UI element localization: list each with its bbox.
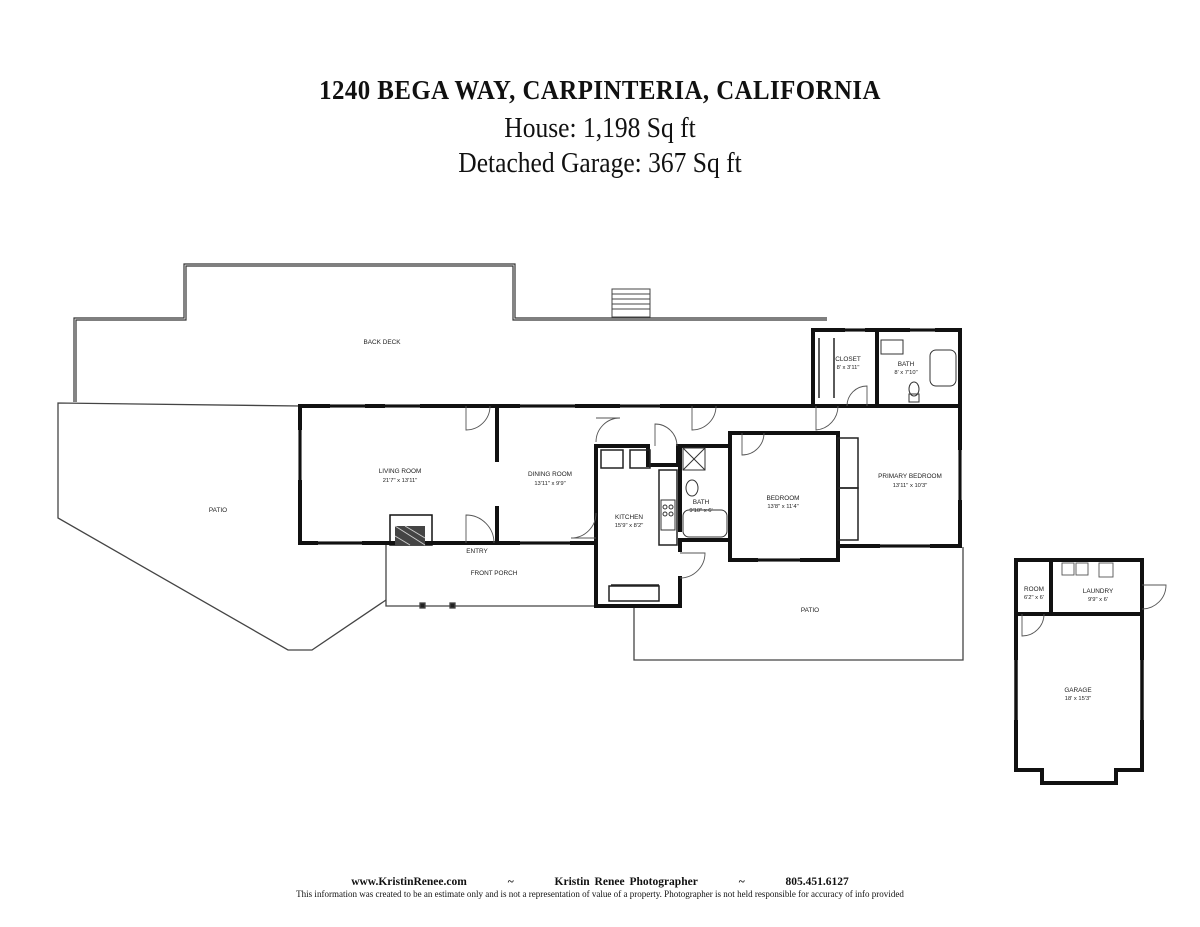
door-swings — [465, 385, 868, 579]
bath-hall-label: BATH — [693, 499, 710, 506]
back-deck-outline — [73, 263, 827, 402]
living-room-label: LIVING ROOM — [379, 468, 422, 475]
dining-room-dims: 13'11" x 9'9" — [534, 481, 565, 487]
kitchen-dims: 15'9" x 8'2" — [615, 523, 644, 529]
kitchen-label: KITCHEN — [615, 514, 643, 521]
garage-area: Detached Garage: 367 Sq ft — [458, 147, 742, 179]
house-area: House: 1,198 Sq ft — [504, 112, 696, 144]
fixtures — [660, 339, 957, 538]
primary-bedroom-dims: 13'11" x 10'3" — [893, 483, 928, 489]
footer-contact-line: www.KristinRenee.com ~ Kristin Renee Pho… — [0, 876, 1200, 888]
patio-south-outline — [633, 547, 964, 661]
footer-separator: ~ — [507, 876, 514, 888]
address-title: 1240 BEGA WAY, CARPINTERIA, CALIFORNIA — [319, 75, 881, 105]
interior-partitions — [600, 338, 859, 602]
phone-number: 805.451.6127 — [785, 876, 849, 888]
laundry-label: LAUNDRY — [1083, 588, 1114, 595]
living-room-dims: 21'7" x 13'11" — [383, 478, 418, 484]
front-porch-label: FRONT PORCH — [471, 570, 518, 577]
exterior-walls — [298, 328, 962, 608]
closet-dims: 8' x 3'11" — [837, 365, 860, 371]
patio-west-outline — [57, 402, 387, 651]
bath-hall-dims: 9'10" x 6' — [689, 508, 712, 514]
laundry-dims: 9'9" x 6' — [1088, 597, 1108, 603]
header: 1240 BEGA WAY, CARPINTERIA, CALIFORNIA H… — [0, 70, 1200, 180]
photographer-name: Kristin Renee Photographer — [554, 876, 698, 888]
windows — [298, 328, 962, 562]
dining-room-label: DINING ROOM — [528, 471, 572, 478]
back-deck-label: BACK DECK — [364, 339, 402, 346]
patio-west-label: PATIO — [209, 507, 227, 514]
deck-stairs — [611, 288, 651, 318]
garage-walls — [1014, 558, 1144, 785]
garage-dims: 18' x 15'3" — [1065, 696, 1092, 702]
bedroom-dims: 13'8" x 11'4" — [767, 504, 798, 510]
primary-bedroom-label: PRIMARY BEDROOM — [878, 473, 942, 480]
garage-room-dims: 6'2" x 6' — [1024, 595, 1044, 601]
garage-room-label: ROOM — [1024, 586, 1044, 593]
patio-south-label: PATIO — [801, 607, 819, 614]
fireplace — [389, 514, 433, 546]
closet-label: CLOSET — [835, 356, 861, 363]
bath-primary-label: BATH — [898, 361, 915, 368]
footer-separator: ~ — [738, 876, 745, 888]
front-porch-outline — [385, 545, 596, 609]
bath-primary-dims: 8' x 7'10" — [894, 370, 917, 376]
website-link[interactable]: www.KristinRenee.com — [351, 876, 467, 888]
entry-label: ENTRY — [466, 548, 488, 555]
bedroom-label: BEDROOM — [766, 495, 799, 502]
garage-label: GARAGE — [1064, 687, 1091, 694]
garage-details — [1014, 562, 1167, 720]
footer: www.KristinRenee.com ~ Kristin Renee Pho… — [0, 876, 1200, 900]
disclaimer: This information was created to be an es… — [296, 889, 904, 900]
